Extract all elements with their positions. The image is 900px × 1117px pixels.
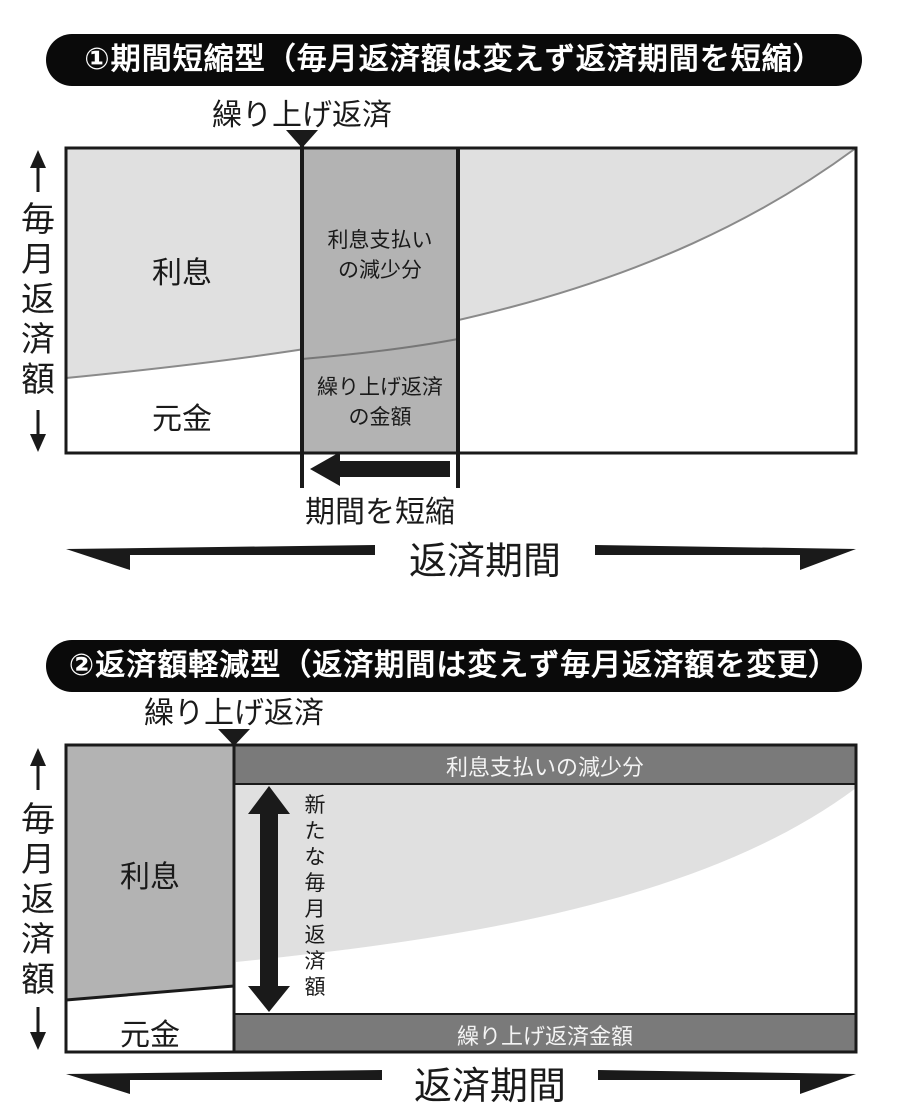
interest-reduction-label: 利息支払い の減少分 <box>328 225 433 285</box>
axis-char: 毎 <box>21 200 55 240</box>
payment-reduction-panel: ②返済額軽減型（返済期間は変えず毎月返済額を変更） 繰り上げ返済 毎 月 返 済… <box>0 600 900 1117</box>
new-payment-char: 返 <box>304 923 326 947</box>
y-axis-down-arrow-icon <box>30 434 46 452</box>
repayment-period-label: 返済期間 <box>413 1064 567 1108</box>
interest-reduction-line1: 利息支払い <box>327 228 433 252</box>
new-payment-arrow-up-icon <box>248 786 290 814</box>
chart-frame <box>64 146 858 455</box>
y-axis-up-arrow-icon <box>30 748 46 766</box>
payment-reduction-diagram <box>30 729 858 1094</box>
axis-char: 月 <box>21 240 55 280</box>
new-payment-arrow-shaft <box>260 806 278 994</box>
period-left-arrow-icon <box>66 1070 382 1094</box>
new-payment-char: 毎 <box>304 871 326 895</box>
prepay-marker-icon <box>286 130 318 148</box>
new-payment-arrow-down-icon <box>248 986 290 1012</box>
prepayment-column <box>302 148 458 453</box>
prepay-amount-band-label: 繰り上げ返済金額 <box>456 1025 634 1050</box>
y-axis-up-arrow-icon <box>30 150 46 168</box>
new-payment-char: 月 <box>304 897 326 921</box>
column-boundary <box>301 338 459 360</box>
interest-principal-boundary <box>65 147 857 379</box>
prepay-marker-icon <box>218 729 250 746</box>
period-left-arrow-icon <box>66 545 375 570</box>
principal-label: 元金 <box>152 402 212 437</box>
chart-frame <box>64 743 858 1054</box>
new-payment-char: な <box>304 845 326 869</box>
prepay-amount-line1: 繰り上げ返済 <box>317 375 443 399</box>
repayment-period-label: 返済期間 <box>408 539 562 583</box>
axis-char: 額 <box>21 960 55 1000</box>
axis-char: 月 <box>21 840 55 880</box>
new-interest-region <box>236 784 856 962</box>
prepay-amount-band <box>234 1014 856 1052</box>
period-shortening-diagram <box>30 130 858 570</box>
interest-region <box>66 148 856 378</box>
prepay-amount-line2: の金額 <box>348 405 412 429</box>
axis-char: 額 <box>21 360 55 400</box>
prepay-label: 繰り上げ返済 <box>212 98 392 133</box>
interest-reduction-band-label: 利息支払いの減少分 <box>445 756 645 781</box>
new-payment-char: 額 <box>304 975 326 999</box>
period-shortening-panel: ①期間短縮型（毎月返済額は変えず返済期間を短縮） 繰り上げ返済 毎 月 返 済 … <box>18 34 862 583</box>
new-payment-char: 新 <box>304 793 326 817</box>
interest-label: 利息 <box>120 860 180 895</box>
y-axis-down-arrow-icon <box>30 1032 46 1050</box>
principal-label: 元金 <box>120 1018 180 1053</box>
interest-region-before <box>66 745 234 1000</box>
interest-reduction-band <box>234 745 856 784</box>
shorten-period-label: 期間を短縮 <box>305 495 455 530</box>
axis-char: 毎 <box>21 800 55 840</box>
axis-char: 済 <box>21 320 55 360</box>
new-monthly-payment-label: 新 た な 毎 月 返 済 額 <box>302 792 328 1000</box>
axis-char: 返 <box>21 880 55 920</box>
period-right-arrow-icon <box>598 1070 856 1094</box>
shorten-arrow-head-icon <box>310 452 340 486</box>
monthly-payment-axis-label: 毎 月 返 済 額 <box>18 200 58 400</box>
axis-char: 返 <box>21 280 55 320</box>
monthly-payment-axis-label: 毎 月 返 済 額 <box>18 800 58 1000</box>
payment-reduction-heading: ②返済額軽減型（返済期間は変えず毎月返済額を変更） <box>46 640 862 692</box>
axis-char: 済 <box>21 920 55 960</box>
interest-principal-boundary <box>65 984 235 1002</box>
shorten-arrow-shaft <box>336 461 450 477</box>
prepay-label: 繰り上げ返済 <box>144 696 324 731</box>
period-right-arrow-icon <box>595 545 856 570</box>
interest-label: 利息 <box>152 256 212 291</box>
new-payment-char: た <box>304 819 326 843</box>
period-shortening-heading: ①期間短縮型（毎月返済額は変えず返済期間を短縮） <box>46 34 862 86</box>
prepay-amount-label: 繰り上げ返済 の金額 <box>317 372 443 432</box>
new-payment-char: 済 <box>304 949 326 973</box>
interest-reduction-line2: の減少分 <box>338 258 422 282</box>
